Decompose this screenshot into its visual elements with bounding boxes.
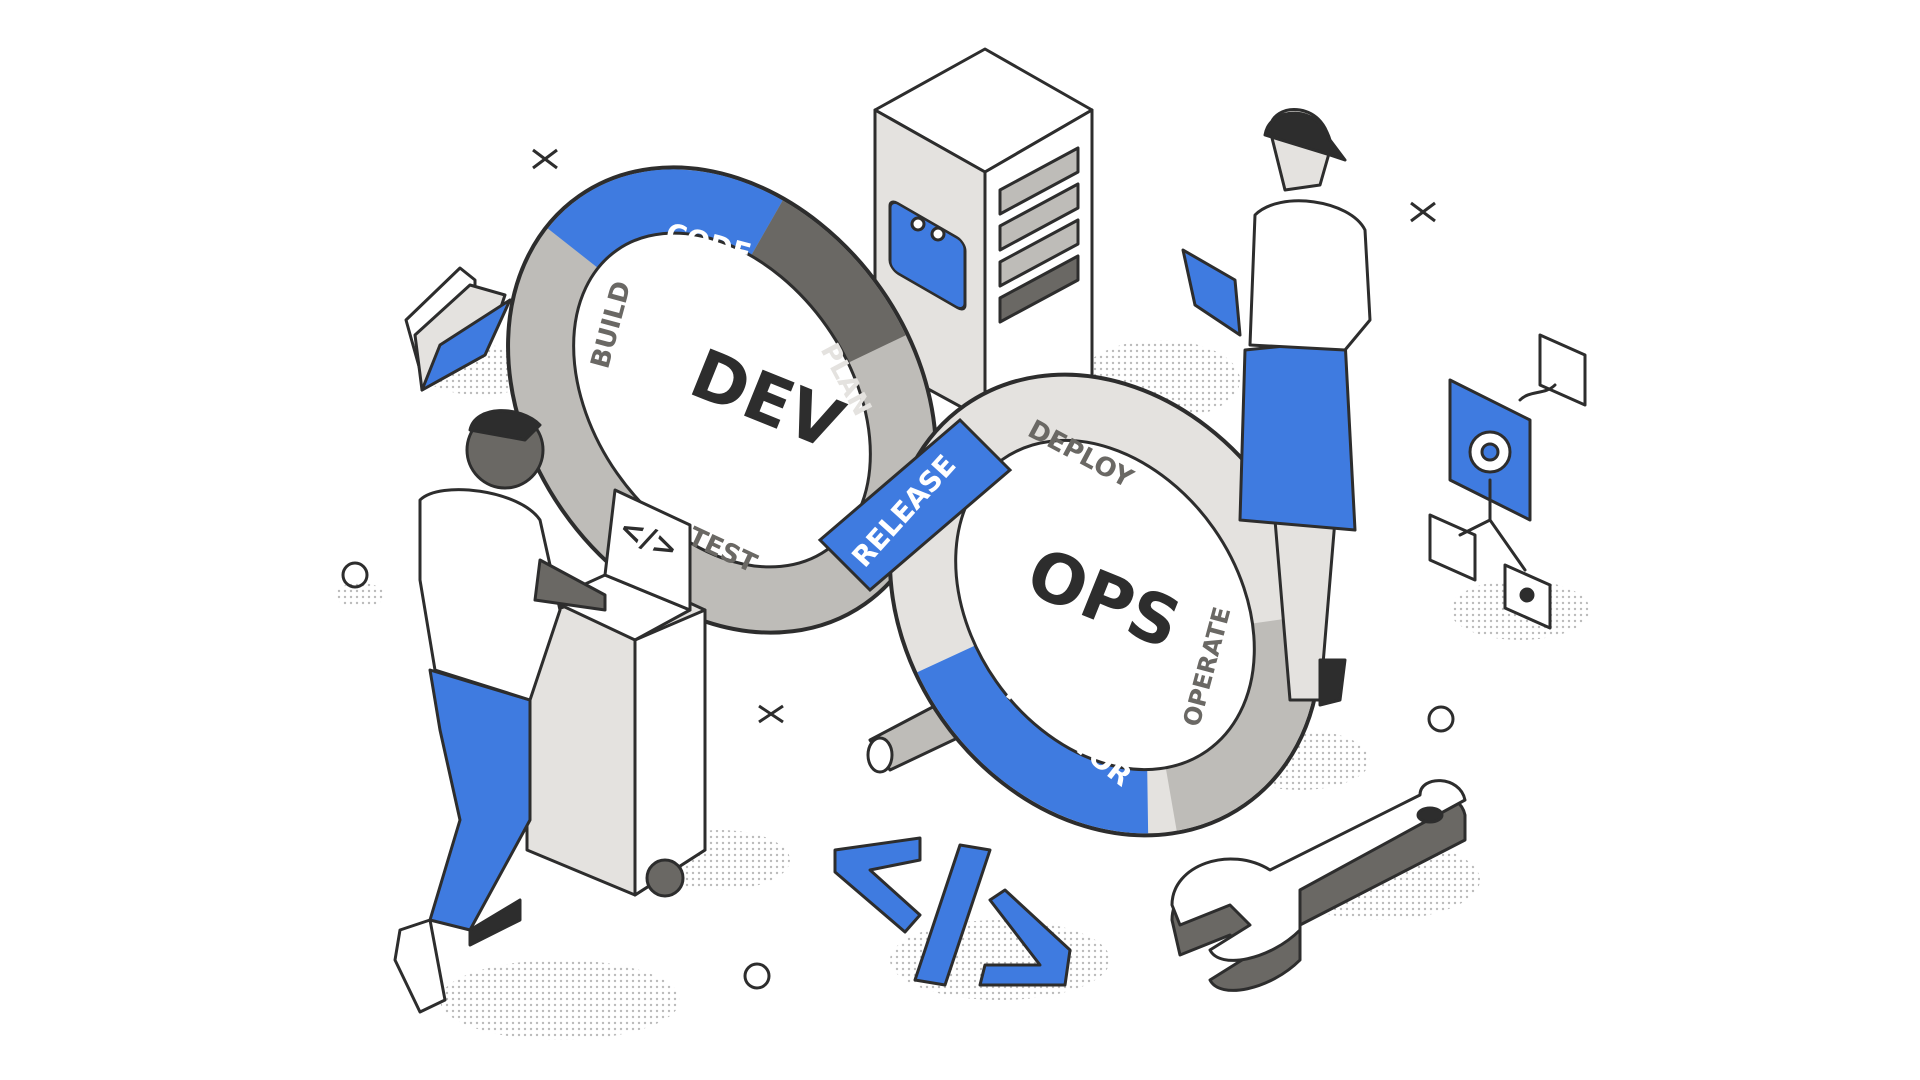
folder-icon xyxy=(404,266,512,392)
infinity-loop: CODE BUILD PLAN DEV TEST RELEASE DEPLOY … xyxy=(506,165,1323,838)
circle-decoration xyxy=(341,561,369,589)
wheel-icon xyxy=(645,858,685,898)
loop-left xyxy=(506,165,938,635)
release-segment xyxy=(817,417,1013,593)
code-symbol-icon xyxy=(833,836,1072,987)
circle-decoration xyxy=(743,962,771,990)
tablet xyxy=(1181,248,1242,337)
flowchart-icon xyxy=(1428,333,1587,630)
decorations xyxy=(341,148,1455,990)
loop-right xyxy=(887,372,1323,838)
developer-person: </> xyxy=(393,409,707,1014)
circle-decoration xyxy=(1427,705,1455,733)
cross-icon xyxy=(532,148,558,170)
wrench-icon xyxy=(1170,779,1467,992)
cross-icon xyxy=(1410,201,1436,223)
operator-person xyxy=(1181,108,1372,707)
server-status-panel xyxy=(888,200,967,311)
cross-icon xyxy=(758,704,784,724)
